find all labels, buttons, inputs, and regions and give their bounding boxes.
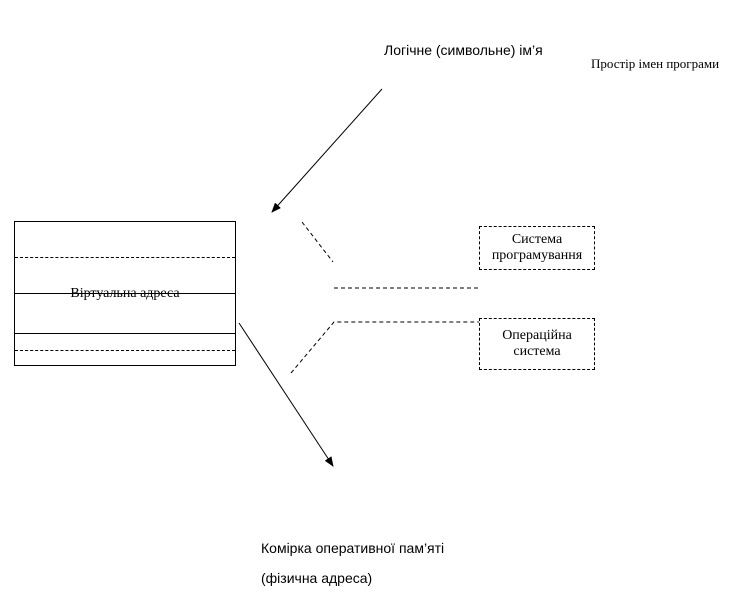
programming-system-box: Система програмування [479, 226, 595, 270]
physical-address-label: (фізична адреса) [261, 570, 373, 586]
table-row-divider [15, 293, 235, 294]
table-row-divider [15, 350, 235, 351]
operating-system-box: Операційна система [479, 318, 595, 370]
table-row-divider [15, 333, 235, 334]
dashed-connector-upper [301, 221, 334, 263]
logical-name-label: Логічне (символьне) ім’я [384, 42, 543, 58]
arrow-virtual-to-physical [238, 322, 334, 467]
memory-cell-label: Комірка оперативної пам’яті [261, 540, 445, 556]
arrow-name-to-virtual-address [271, 88, 383, 213]
dashed-connector-lower [290, 321, 479, 374]
operating-system-label: Операційна система [502, 328, 572, 359]
virtual-address-table: Віртуальна адреса [14, 221, 236, 366]
table-row-divider [15, 257, 235, 258]
virtual-address-label: Віртуальна адреса [70, 286, 180, 301]
namespace-label: Простір імен програми [591, 56, 720, 71]
programming-system-label: Система програмування [491, 232, 583, 263]
